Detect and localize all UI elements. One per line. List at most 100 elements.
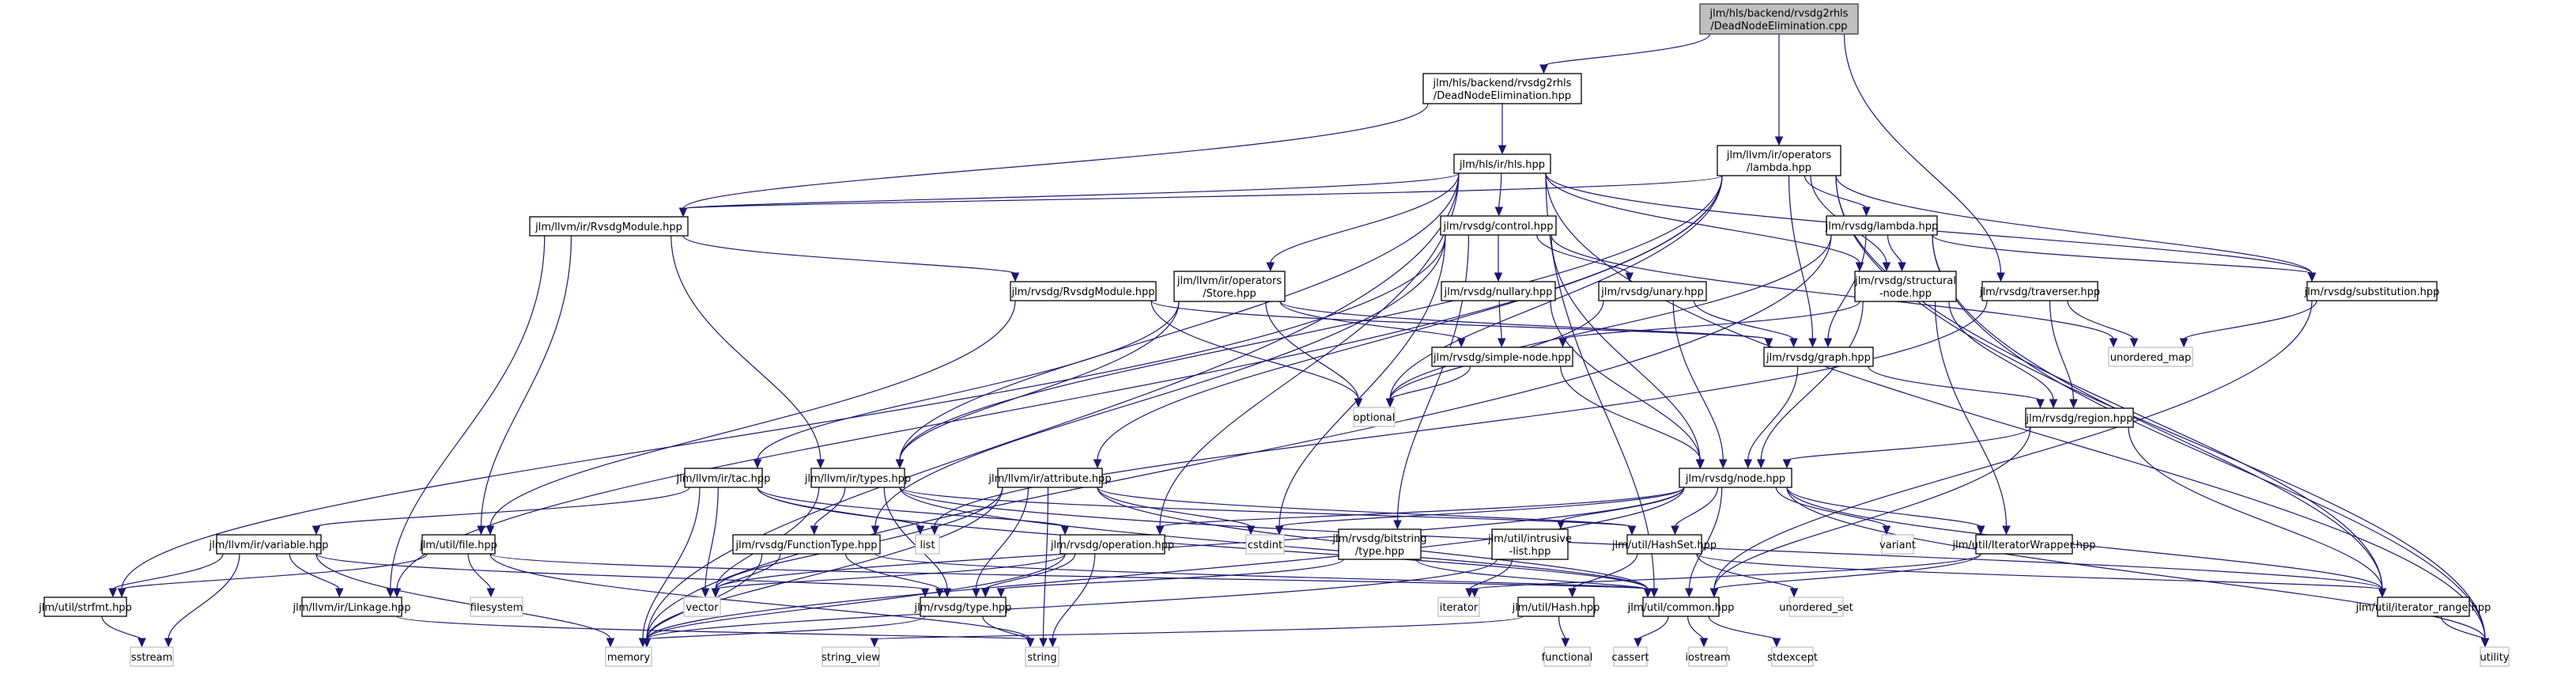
graph-node-intrusive-list[interactable]: jlm/util/intrusive-list.hpp <box>1487 528 1572 560</box>
edge-line <box>121 553 428 590</box>
arrowhead-icon <box>477 525 485 536</box>
graph-node-op-lambda[interactable]: jlm/llvm/ir/operators/lambda.hpp <box>1717 145 1841 176</box>
graph-node-traverser[interactable]: jlm/rvsdg/traverser.hpp <box>1979 281 2100 301</box>
arrowhead-icon <box>1568 588 1577 598</box>
edge-variable-to-rvsdg-type <box>315 553 930 598</box>
edge-op-lambda-to-types <box>895 175 1723 469</box>
graph-node-variable[interactable]: jlm/llvm/ir/variable.hpp <box>209 534 329 555</box>
edge-line <box>1868 366 2042 401</box>
graph-node-iterator-wrapper[interactable]: jlm/util/IteratorWrapper.hpp <box>1952 534 2096 555</box>
graph-node-root[interactable]: jlm/hls/backend/rvsdg2rhls/DeadNodeElimi… <box>1699 3 1859 35</box>
graph-node-tac[interactable]: jlm/llvm/ir/tac.hpp <box>676 468 771 488</box>
edge-line <box>646 487 1685 640</box>
edge-line <box>1543 33 1711 66</box>
node-label: jlm/llvm/ir/types.hpp <box>804 473 911 485</box>
graph-node-unary[interactable]: jlm/rvsdg/unary.hpp <box>1598 281 1707 301</box>
edge-root-to-traverser <box>1843 33 2005 282</box>
node-label: unordered_map <box>2110 352 2192 364</box>
edge-line <box>646 172 1460 640</box>
graph-node-functional: functional <box>1542 646 1592 667</box>
arrowhead-icon <box>1709 588 1719 598</box>
edge-line <box>101 616 142 640</box>
edge-strfmt-to-sstream <box>101 616 146 648</box>
arrowhead-icon <box>642 638 652 648</box>
graph-node-store[interactable]: jlm/llvm/ir/operators/Store.hpp <box>1173 271 1286 302</box>
graph-node-common[interactable]: jlm/util/common.hpp <box>1627 597 1735 617</box>
edge-line <box>489 553 1031 640</box>
node-label: jlm/llvm/ir/operators <box>1726 150 1831 161</box>
graph-node-file[interactable]: jlm/util/file.hpp <box>419 534 497 555</box>
edge-attribute-to-hashset <box>1097 487 1637 536</box>
arrowhead-icon <box>1456 338 1466 348</box>
edge-line <box>315 553 611 640</box>
graph-node-hls[interactable]: jlm/hls/ir/hls.hpp <box>1453 153 1551 174</box>
graph-node-types[interactable]: jlm/llvm/ir/types.hpp <box>804 468 911 488</box>
graph-node-hashset[interactable]: jlm/util/HashSet.hpp <box>1611 534 1717 555</box>
graph-node-function-type[interactable]: jlm/rvsdg/FunctionType.hpp <box>732 534 881 555</box>
graph-node-dne-hpp[interactable]: jlm/hls/backend/rvsdg2rhls/DeadNodeElimi… <box>1422 73 1582 104</box>
graph-node-rvsdg-lambda[interactable]: jlm/rvsdg/lambda.hpp <box>1825 215 1939 236</box>
arrowhead-icon <box>2307 272 2317 282</box>
edge-line <box>1498 300 1502 340</box>
edge-region-to-common <box>1709 426 2031 598</box>
graph-node-control[interactable]: jlm/rvsdg/control.hpp <box>1440 215 1557 236</box>
edge-line <box>289 553 340 590</box>
edge-line <box>1270 172 1460 264</box>
graph-node-strfmt[interactable]: jlm/util/strfmt.hpp <box>38 597 132 617</box>
edge-variable-to-memory <box>315 553 615 648</box>
edge-line <box>480 235 572 528</box>
graph-node-operation[interactable]: jlm/rvsdg/operation.hpp <box>1050 534 1174 555</box>
edge-line <box>1786 487 2486 640</box>
node-box <box>1431 347 1573 367</box>
edge-structural-to-simple-node <box>1558 301 1860 348</box>
edge-line <box>121 234 1446 590</box>
graph-node-structural[interactable]: jlm/rvsdg/structural-node.hpp <box>1854 271 1957 302</box>
arrowhead-icon <box>1010 272 1020 282</box>
node-box <box>1453 153 1551 174</box>
node-box <box>1437 597 1480 617</box>
graph-node-rvsdg-type[interactable]: jlm/rvsdg/type.hpp <box>914 597 1012 617</box>
node-label: jlm/rvsdg/simple-node.hpp <box>1433 352 1571 364</box>
graph-node-rvsdg-module[interactable]: jlm/rvsdg/RvsdgModule.hpp <box>1010 281 1157 301</box>
graph-node-llvm-module[interactable]: jlm/llvm/ir/RvsdgModule.hpp <box>529 216 689 237</box>
node-label: /Store.hpp <box>1203 288 1256 300</box>
graph-node-graph[interactable]: jlm/rvsdg/graph.hpp <box>1763 347 1874 367</box>
graph-node-node[interactable]: jlm/rvsdg/node.hpp <box>1679 468 1792 488</box>
arrowhead-icon <box>1671 525 1679 536</box>
edge-node-to-variant <box>1775 487 1891 536</box>
edge-region-to-node <box>1782 426 2031 469</box>
edge-line <box>757 301 1180 461</box>
graph-node-stdexcept: stdexcept <box>1767 646 1818 667</box>
node-label: -node.hpp <box>1879 288 1932 300</box>
node-label: jlm/rvsdg/graph.hpp <box>1766 352 1871 364</box>
edge-control-to-bitstring-type <box>1393 234 1470 530</box>
arrowhead-icon <box>164 638 173 648</box>
graph-node-iterator-range[interactable]: jlm/util/iterator_range.hpp <box>2355 597 2491 617</box>
edge-line <box>1279 234 1446 528</box>
graph-node-region[interactable]: jlm/rvsdg/region.hpp <box>2025 407 2134 428</box>
arrowhead-icon <box>1823 338 1833 348</box>
graph-node-bitstring-type[interactable]: jlm/rvsdg/bitstring/type.hpp <box>1331 528 1427 560</box>
edge-node-to-common <box>1685 487 1723 598</box>
graph-node-nullary[interactable]: jlm/rvsdg/nullary.hpp <box>1441 281 1556 301</box>
node-box <box>470 597 523 617</box>
edge-line <box>467 553 492 590</box>
arrowhead-icon <box>1882 525 1891 536</box>
arrowhead-icon <box>1354 398 1363 408</box>
graph-node-simple-node[interactable]: jlm/rvsdg/simple-node.hpp <box>1431 347 1573 367</box>
arrowhead-icon <box>1699 638 1709 648</box>
node-label: jlm/hls/backend/rvsdg2rhls <box>1709 8 1849 20</box>
arrowhead-icon <box>1060 525 1070 536</box>
node-label: jlm/rvsdg/substitution.hpp <box>2304 286 2440 298</box>
graph-node-substitution[interactable]: jlm/rvsdg/substitution.hpp <box>2304 281 2440 301</box>
graph-node-attribute[interactable]: jlm/llvm/ir/attribute.hpp <box>988 468 1112 488</box>
edge-line <box>1788 175 1814 340</box>
graph-node-hash[interactable]: jlm/util/Hash.hpp <box>1512 597 1600 617</box>
node-box <box>1826 215 1938 236</box>
arrowhead-icon <box>1996 272 2005 282</box>
node-box <box>1173 271 1286 302</box>
graph-node-linkage[interactable]: jlm/llvm/ir/Linkage.hpp <box>292 597 411 617</box>
edge-line <box>2049 300 2075 401</box>
edge-hash-to-string-view <box>870 616 1524 648</box>
edge-line <box>1150 300 1359 400</box>
